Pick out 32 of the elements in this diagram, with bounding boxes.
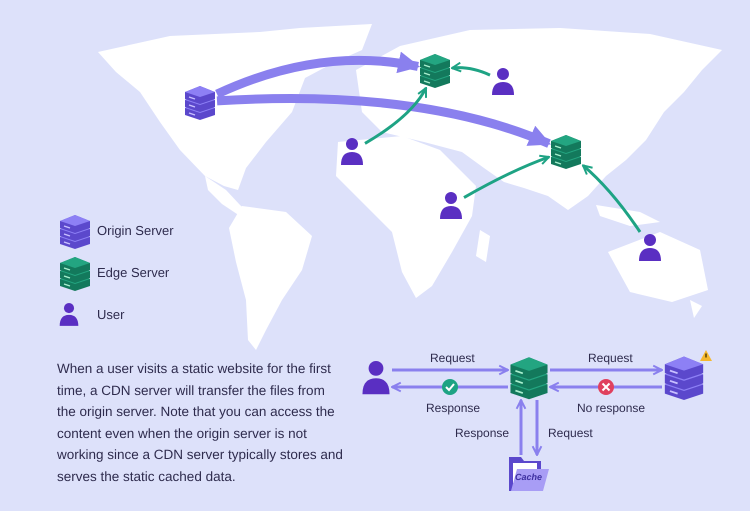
user-icon [490, 66, 516, 96]
legend-label: User [97, 307, 124, 323]
arrow [463, 154, 550, 199]
edge-label: Request [586, 351, 635, 365]
edge-server-icon [418, 52, 452, 88]
origin-server-icon [662, 354, 706, 400]
arrow [392, 364, 509, 376]
edge-label: No response [575, 401, 648, 415]
edge-label: Response [453, 426, 512, 440]
arrow [532, 400, 542, 456]
arrow [391, 382, 508, 392]
arrow [582, 164, 642, 233]
legend-label: Origin Server [97, 223, 174, 239]
legend-label: Edge Server [97, 265, 170, 281]
user-icon [339, 136, 365, 166]
description-text: When a user visits a static website for the first time, a CDN server will transfer the files from the origin server. Note that you can access the content even when the origin server is not working since a CDN server typically stores and serves the static cached data. [57, 360, 343, 486]
edge-server-icon [549, 133, 583, 169]
user-icon [438, 190, 464, 220]
folder-label: Cache [515, 472, 542, 482]
arrow [516, 399, 526, 455]
arrow [216, 94, 552, 148]
folder-icon [507, 455, 551, 493]
arrow [451, 62, 491, 76]
origin-server-icon [183, 84, 217, 120]
arrow [364, 87, 428, 145]
arrow [549, 382, 662, 392]
edge-label: Request [546, 426, 595, 440]
edge-label: Response [424, 401, 482, 415]
user-icon [637, 232, 663, 262]
arrow [215, 52, 420, 98]
edge-label: Request [428, 351, 477, 365]
arrow [550, 364, 663, 376]
